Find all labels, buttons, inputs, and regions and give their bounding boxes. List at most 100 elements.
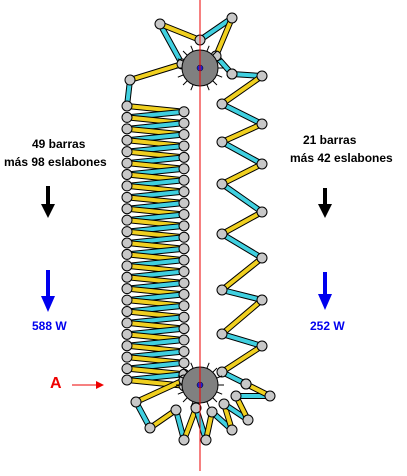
- chain-joint: [256, 118, 268, 130]
- chain-joint: [218, 398, 230, 410]
- left-weight-label: 588 W: [32, 319, 67, 333]
- chain-joint: [242, 414, 254, 426]
- bar: [220, 344, 264, 374]
- chain-joint: [121, 100, 133, 112]
- chain-joint: [121, 260, 133, 272]
- chain-joint: [121, 237, 133, 249]
- chain-joint: [178, 357, 190, 369]
- chain-joint: [121, 306, 133, 317]
- chain-joint: [178, 151, 190, 163]
- chain-joint: [226, 12, 238, 24]
- link: [220, 332, 264, 348]
- bar: [128, 62, 184, 82]
- chain-joint: [144, 422, 156, 434]
- right-bar-count: 21 barras: [303, 133, 357, 147]
- chain-joint: [178, 345, 190, 357]
- chain-joint: [178, 106, 190, 118]
- chain-joint: [121, 169, 133, 180]
- link: [158, 22, 184, 66]
- chain-joint: [121, 146, 133, 158]
- chain-joint: [178, 300, 190, 312]
- link: [220, 288, 264, 302]
- chain-joint: [121, 180, 133, 192]
- chain-joint: [121, 157, 133, 169]
- bar: [220, 74, 264, 106]
- bar: [182, 406, 198, 442]
- chain-joint: [230, 390, 242, 402]
- chain-joint: [178, 266, 190, 278]
- chain-joint: [121, 294, 133, 306]
- chain-joint: [121, 340, 133, 352]
- chain-joint: [178, 277, 190, 289]
- chain-layer: [121, 12, 276, 446]
- marker-label-a: A: [50, 375, 62, 392]
- chain-joint: [216, 178, 228, 190]
- link: [220, 232, 264, 260]
- chain-joint: [121, 374, 133, 386]
- bar: [134, 378, 186, 404]
- chain-joint: [216, 228, 228, 240]
- chain-joint: [178, 434, 190, 446]
- chain-joint: [256, 206, 268, 218]
- chain-joint: [121, 203, 133, 215]
- chain-joint: [170, 404, 182, 416]
- chain-joint: [121, 271, 133, 283]
- chain-joint: [178, 117, 190, 129]
- chain-joint: [216, 366, 228, 378]
- right-blue-arrow: [318, 272, 332, 310]
- chain-joint: [121, 351, 133, 363]
- link: [220, 182, 264, 214]
- chain-joint: [226, 424, 238, 436]
- link: [220, 102, 264, 126]
- bar: [214, 16, 234, 58]
- left-bar-count: 49 barras: [32, 137, 86, 151]
- chain-joint: [178, 288, 190, 300]
- chain-joint: [121, 111, 133, 123]
- left-black-arrow: [41, 186, 55, 218]
- chain-joint: [178, 231, 190, 243]
- chain-joint: [200, 434, 212, 446]
- chain-joint: [154, 18, 166, 30]
- chain-joint: [121, 123, 133, 135]
- bar: [220, 298, 264, 336]
- left-blue-arrow: [41, 270, 55, 312]
- chain-joint: [256, 158, 268, 170]
- link: [220, 140, 264, 166]
- chain-joint: [121, 283, 133, 295]
- chain-joint: [178, 208, 190, 220]
- chain-joint: [178, 334, 190, 346]
- chain-joint: [216, 284, 228, 296]
- chain-joint: [121, 248, 133, 260]
- chain-joint: [178, 243, 190, 255]
- chain-joint: [121, 363, 133, 375]
- chain-joint: [178, 311, 190, 323]
- chain-joint: [121, 328, 133, 340]
- chain-joint: [178, 129, 190, 141]
- chain-joint: [216, 136, 228, 148]
- chain-joint: [121, 317, 133, 329]
- right-link-count: más 42 eslabones: [290, 151, 393, 165]
- left-link-count: más 98 eslabones: [4, 155, 107, 169]
- chain-joint: [256, 294, 268, 306]
- chain-joint: [240, 378, 252, 390]
- chain-joint: [178, 197, 190, 209]
- chain-joint: [256, 340, 268, 352]
- chain-joint: [178, 186, 190, 198]
- link: [198, 16, 234, 42]
- marker-arrow: [72, 381, 104, 389]
- chain-joint: [178, 163, 190, 175]
- chain-joint: [121, 134, 133, 146]
- right-black-arrow: [318, 188, 332, 218]
- chain-joint: [256, 70, 268, 82]
- bar: [158, 22, 202, 42]
- chain-joint: [121, 226, 133, 238]
- chain-joint: [178, 174, 190, 186]
- right-weight-label: 252 W: [310, 319, 345, 333]
- chain-joint: [216, 328, 228, 340]
- chain-joint: [178, 220, 190, 232]
- bar: [220, 122, 264, 144]
- chain-joint: [178, 254, 190, 266]
- chain-joint: [216, 98, 228, 110]
